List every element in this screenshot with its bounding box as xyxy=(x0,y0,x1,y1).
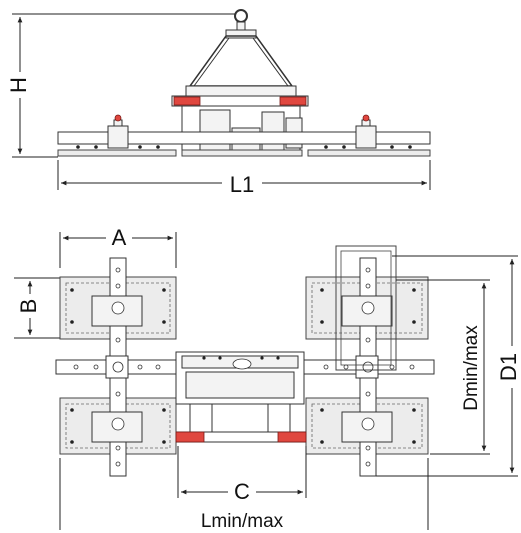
adjustment-frame-outline xyxy=(335,245,397,371)
b-label: B xyxy=(16,299,41,314)
l1-label: L1 xyxy=(230,172,254,197)
frame-inner-left xyxy=(193,37,230,87)
vacuum-pad-left xyxy=(57,149,177,157)
c-label: C xyxy=(234,479,250,504)
vacuum-pad-middle xyxy=(181,149,303,157)
valve-block-right xyxy=(355,125,377,149)
horizontal-beam xyxy=(57,131,431,145)
top-view: A B xyxy=(14,224,521,532)
side-view: H xyxy=(6,9,431,197)
valve-knob-left-icon xyxy=(114,114,122,122)
valve-block-left xyxy=(107,125,129,149)
a-label-bg xyxy=(106,224,132,248)
h-label-bg xyxy=(8,72,32,98)
adjustment-frame-inner xyxy=(340,250,392,366)
arm-left xyxy=(91,257,143,477)
frame-top-block xyxy=(225,29,257,39)
eye-bolt xyxy=(236,21,246,31)
frame-base xyxy=(185,85,297,97)
d1-label: D1 xyxy=(496,353,521,381)
pad-bolts xyxy=(76,145,412,149)
frame-inner-right xyxy=(252,37,289,87)
h-label: H xyxy=(6,77,31,93)
vacuum-pad-right xyxy=(307,149,431,157)
lifting-eye-icon xyxy=(234,9,248,23)
handle-grip-left xyxy=(175,431,205,443)
handle-grip-right xyxy=(277,431,307,443)
triangular-frame xyxy=(188,35,294,87)
l1-label-bg xyxy=(222,170,262,196)
b-label-bg xyxy=(18,294,42,318)
d1-label-bg xyxy=(500,346,521,388)
dminmax-label: Dmin/max xyxy=(461,325,482,411)
red-grip-left xyxy=(173,96,201,106)
valve-knob-right-icon xyxy=(362,114,370,122)
a-label: A xyxy=(112,225,127,250)
lminmax-label: Lmin/max xyxy=(201,511,284,532)
central-unit-top xyxy=(175,351,307,443)
red-grip-right xyxy=(279,96,307,106)
cross-beam-holes xyxy=(73,364,415,370)
arm-right xyxy=(341,257,393,477)
c-label-bg xyxy=(228,478,256,504)
